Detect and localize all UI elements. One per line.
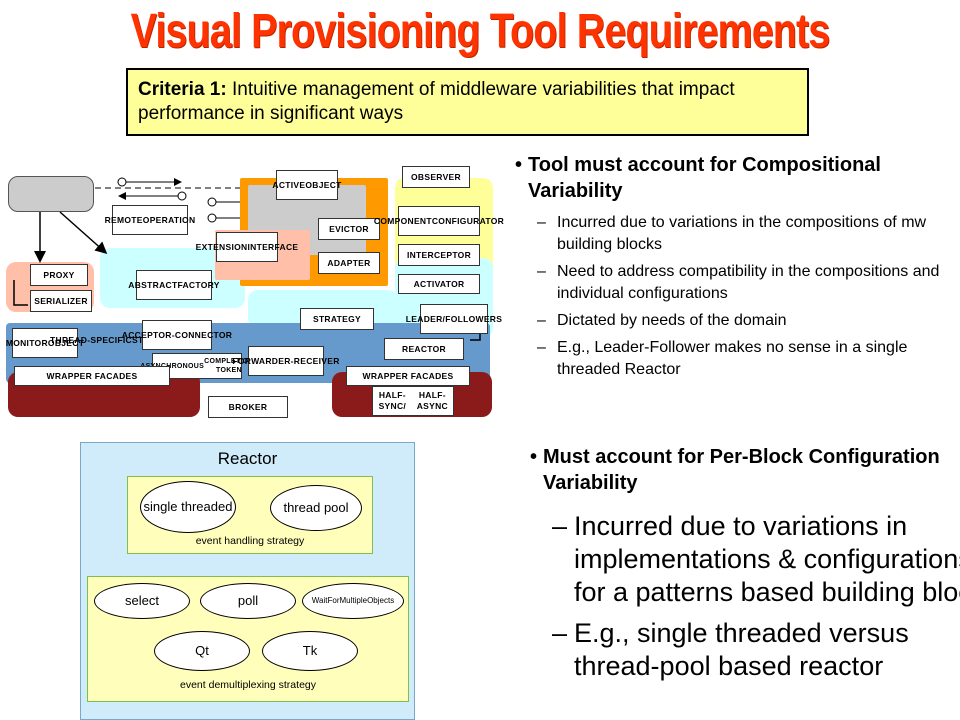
reactor-title: Reactor — [217, 449, 278, 468]
list-item: Dictated by needs of the domain — [537, 310, 955, 332]
broker-block: BROKER — [208, 396, 288, 418]
reactor-diagram: Reactor single threaded thread pool even… — [80, 442, 415, 720]
forwarder-receiver-block: FORWARDER-RECEIVER — [232, 346, 339, 376]
criteria-label: Criteria 1: — [138, 79, 227, 100]
per-block-list: Incurred due to variations in implementa… — [530, 510, 960, 683]
poll-option: poll — [200, 583, 296, 619]
list-item: Need to address compatibility in the com… — [537, 261, 955, 305]
compositional-list: Incurred due to variations in the compos… — [515, 212, 955, 381]
strategy-block: STRATEGY — [300, 308, 374, 330]
list-item: E.g., single threaded versus thread-pool… — [552, 617, 960, 683]
criteria-text: Intuitive management of middleware varia… — [138, 79, 735, 124]
event-handling-strategy-box: single threaded thread pool event handli… — [127, 476, 373, 554]
thread-pool-option: thread pool — [270, 485, 362, 531]
interceptor-block: INTERCEPTOR — [398, 244, 480, 266]
evictor-block: EVICTOR — [318, 218, 380, 240]
architecture-connectors — [13, 177, 481, 341]
list-item: E.g., Leader-Follower makes no sense in … — [537, 337, 955, 381]
acceptor-connector-block: ACCEPTOR-CONNECTOR — [122, 320, 232, 350]
event-demux-strategy-box: select poll WaitForMultipleObjects Qt Tk… — [87, 576, 409, 702]
adapter-block: ADAPTER — [318, 252, 380, 274]
criteria-box: Criteria 1: Intuitive management of midd… — [126, 68, 809, 136]
list-item: Incurred due to variations in implementa… — [552, 510, 960, 609]
event-handling-label: event handling strategy — [195, 535, 305, 547]
wrapper-facades-left-block: WRAPPER FACADES — [14, 366, 170, 386]
single-threaded-option: single threaded — [140, 481, 236, 533]
list-item: Incurred due to variations in the compos… — [537, 212, 955, 256]
proxy-block: PROXY — [30, 264, 88, 286]
wrapper-facades-right-block: WRAPPER FACADES — [346, 366, 470, 386]
qt-option: Qt — [154, 631, 250, 671]
tk-option: Tk — [262, 631, 358, 671]
half-sync-half-async-block: HALF-SYNC/HALF-ASYNC — [372, 386, 454, 416]
event-demux-label: event demultiplexing strategy — [180, 679, 316, 691]
slide-title: Visual Provisioning Tool Requirements — [130, 5, 831, 58]
region-gray-topleft — [8, 176, 94, 212]
per-block-section: Must account for Per-Block Configuration… — [530, 444, 960, 691]
per-block-heading: Must account for Per-Block Configuration… — [530, 444, 960, 496]
observer-block: OBSERVER — [402, 166, 470, 188]
activator-block: ACTIVATOR — [398, 274, 480, 294]
select-option: select — [94, 583, 190, 619]
reactor-block: REACTOR — [384, 338, 464, 360]
waitformultipleobjects-option: WaitForMultipleObjects — [302, 583, 404, 619]
compositional-section: Tool must account for Compositional Vari… — [515, 152, 955, 386]
compositional-heading: Tool must account for Compositional Vari… — [515, 152, 955, 204]
leader-followers-block: LEADER/FOLLOWERS — [406, 304, 502, 334]
serializer-block: SERIALIZER — [30, 290, 92, 312]
